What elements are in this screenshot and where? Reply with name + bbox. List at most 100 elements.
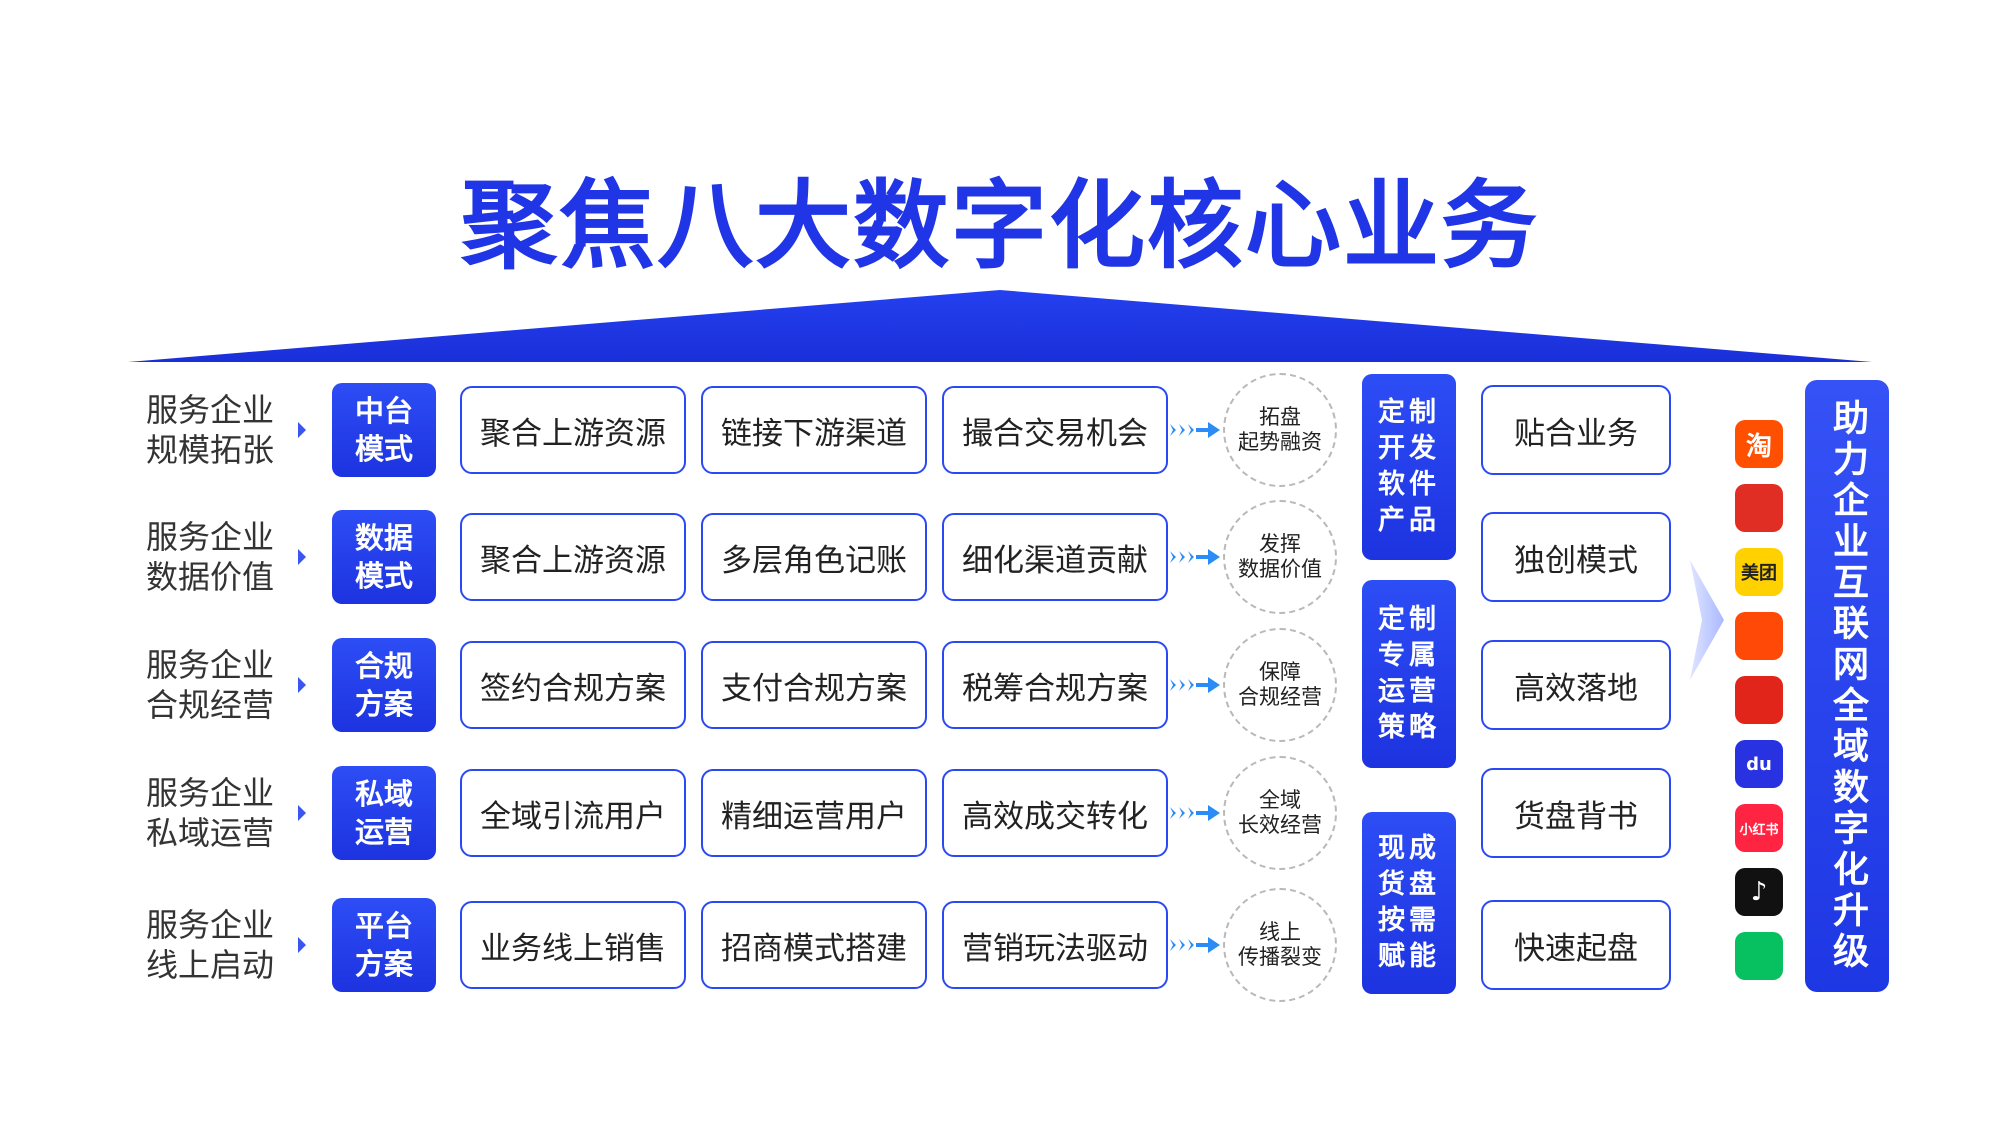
mode-badge: 平台 方案 [332, 898, 436, 992]
outcome-line2: 数据价值 [1238, 557, 1322, 581]
mode-badge-line1: 数据 [354, 521, 413, 555]
banner-text: 助力企业互联网全域数字化升级 [1827, 399, 1868, 973]
strategy-block: 现成货盘按需赋能 [1362, 812, 1456, 994]
strategy-line: 策略 [1378, 712, 1440, 743]
mode-badge-line2: 方案 [354, 947, 413, 981]
service-cell: 撮合交易机会 [942, 386, 1168, 474]
double-arrow-icon [1170, 422, 1220, 438]
service-cell: 聚合上游资源 [460, 513, 686, 601]
strategy-line: 现成 [1378, 833, 1440, 864]
strategy-line: 专属 [1378, 640, 1440, 671]
outcome-line1: 拓盘 [1259, 405, 1301, 429]
kuaishou-icon [1735, 612, 1783, 660]
outcome-circle: 保障 合规经营 [1223, 628, 1337, 742]
triangle-marker-icon [298, 422, 306, 438]
service-cell: 签约合规方案 [460, 641, 686, 729]
mode-badge: 数据 模式 [332, 510, 436, 604]
jd-icon [1735, 676, 1783, 724]
result-box: 高效落地 [1481, 640, 1671, 730]
service-cell: 精细运营用户 [701, 769, 927, 857]
mode-badge-line2: 模式 [354, 559, 413, 593]
taobao-icon: 淘 [1735, 420, 1783, 468]
outcome-circle: 拓盘 起势融资 [1223, 373, 1337, 487]
service-cell: 高效成交转化 [942, 769, 1168, 857]
triangle-marker-icon [298, 805, 306, 821]
row-label: 服务企业 合规经营 [146, 645, 296, 725]
service-cell: 招商模式搭建 [701, 901, 927, 989]
outcome-line1: 线上 [1259, 920, 1301, 944]
outcome-circle: 全域 长效经营 [1223, 756, 1337, 870]
mode-badge-line2: 模式 [354, 432, 413, 466]
result-box: 快速起盘 [1481, 900, 1671, 990]
service-cell: 多层角色记账 [701, 513, 927, 601]
app-glyph: 小红书 [1739, 822, 1779, 838]
service-cell: 营销玩法驱动 [942, 901, 1168, 989]
triangle-marker-icon [298, 937, 306, 953]
outcome-line2: 传播裂变 [1238, 945, 1322, 969]
service-cell: 业务线上销售 [460, 901, 686, 989]
result-box: 货盘背书 [1481, 768, 1671, 858]
row-label: 服务企业 规模拓张 [146, 390, 296, 470]
meituan-icon: 美团 [1735, 548, 1783, 596]
row-label-line1: 服务企业 [146, 391, 275, 429]
app-glyph: 美团 [1741, 563, 1777, 584]
strategy-line: 运营 [1378, 676, 1440, 707]
outcome-line2: 合规经营 [1238, 685, 1322, 709]
row-label: 服务企业 私域运营 [146, 773, 296, 853]
mode-badge-line2: 运营 [354, 815, 413, 849]
xiaohongshu-icon: 小红书 [1735, 804, 1783, 852]
app-glyph: ♪ [1750, 877, 1768, 907]
double-arrow-icon [1170, 937, 1220, 953]
outcome-line1: 发挥 [1259, 532, 1301, 556]
mode-badge-line1: 平台 [354, 909, 413, 943]
baidu-icon: du [1735, 740, 1783, 788]
triangle-marker-icon [298, 549, 306, 565]
outcome-line1: 保障 [1259, 660, 1301, 684]
douyin-icon: ♪ [1735, 868, 1783, 916]
strategy-block: 定制开发软件产品 [1362, 374, 1456, 560]
mode-badge: 中台 模式 [332, 383, 436, 477]
app-glyph: du [1746, 753, 1772, 775]
mode-badge: 私域 运营 [332, 766, 436, 860]
double-arrow-icon [1170, 677, 1220, 693]
service-cell: 细化渠道贡献 [942, 513, 1168, 601]
chevron-right-icon [1690, 560, 1724, 680]
outcome-line2: 起势融资 [1238, 430, 1322, 454]
outcome-line2: 长效经营 [1238, 813, 1322, 837]
outcome-line1: 全域 [1259, 788, 1301, 812]
row-label: 服务企业 线上启动 [146, 905, 296, 985]
outcome-circle: 发挥 数据价值 [1223, 500, 1337, 614]
row-label-line2: 线上启动 [146, 946, 275, 984]
mode-badge-line1: 中台 [354, 394, 413, 428]
mode-badge-line1: 私域 [354, 777, 413, 811]
strategy-line: 定制 [1378, 397, 1440, 428]
service-cell: 全域引流用户 [460, 769, 686, 857]
row-label-line1: 服务企业 [146, 906, 275, 944]
row-label-line1: 服务企业 [146, 646, 275, 684]
row-label-line1: 服务企业 [146, 774, 275, 812]
outcome-circle: 线上 传播裂变 [1223, 888, 1337, 1002]
mode-badge: 合规 方案 [332, 638, 436, 732]
double-arrow-icon [1170, 805, 1220, 821]
row-label: 服务企业 数据价值 [146, 517, 296, 597]
vertical-banner: 助力企业互联网全域数字化升级 [1805, 380, 1889, 992]
double-arrow-icon [1170, 549, 1220, 565]
triangle-marker-icon [298, 677, 306, 693]
result-box: 独创模式 [1481, 512, 1671, 602]
row-label-line2: 规模拓张 [146, 431, 275, 469]
row-label-line1: 服务企业 [146, 518, 275, 556]
strategy-line: 产品 [1378, 505, 1440, 536]
strategy-line: 开发 [1378, 433, 1440, 464]
row-label-line2: 合规经营 [146, 686, 275, 724]
app-glyph: 淘 [1745, 431, 1772, 462]
page-title: 聚焦八大数字化核心业务 [461, 170, 1539, 282]
result-box: 贴合业务 [1481, 385, 1671, 475]
wechat-icon [1735, 932, 1783, 980]
row-label-line2: 数据价值 [146, 558, 275, 596]
strategy-line: 定制 [1378, 604, 1440, 635]
pinduoduo-icon [1735, 484, 1783, 532]
service-cell: 聚合上游资源 [460, 386, 686, 474]
strategy-line: 赋能 [1378, 941, 1440, 972]
strategy-line: 软件 [1378, 469, 1440, 500]
strategy-block: 定制专属运营策略 [1362, 580, 1456, 768]
